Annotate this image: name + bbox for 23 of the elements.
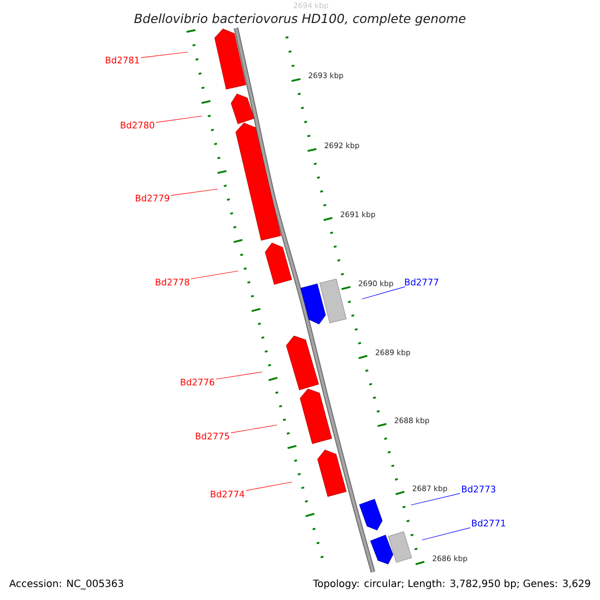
leader-line — [410, 493, 460, 506]
footer-text: Topology: circular; Length: 3,782,950 bp; Genes: 3,629 — [312, 579, 590, 590]
footer-text: Accession: NC_005363 — [9, 579, 124, 590]
title: Bdellovibrio bacteriovorus HD100, complete genome — [134, 14, 466, 26]
gene-label: Bd2775 — [196, 432, 229, 440]
leader-line — [156, 116, 202, 123]
leader-line — [190, 270, 238, 280]
leader-line — [140, 52, 188, 58]
leader-line — [216, 372, 262, 380]
gene-label: Bd2777 — [405, 278, 438, 286]
gene-label: Bd2780 — [120, 122, 154, 128]
gene-label: Bd2781 — [106, 56, 139, 64]
gene-label: Bd2774 — [210, 490, 244, 498]
leader-line — [230, 424, 278, 434]
gene-label: Bd2778 — [156, 278, 190, 286]
gene-label: Bd2773 — [462, 486, 496, 492]
gene-label: Bd2771 — [472, 520, 506, 526]
leader-line — [246, 482, 292, 491]
leader-line — [362, 286, 406, 300]
gene-label: Bd2776 — [180, 378, 214, 386]
leader-line — [170, 188, 218, 196]
leader-line — [422, 527, 471, 540]
gene-label: Bd2779 — [136, 194, 170, 202]
